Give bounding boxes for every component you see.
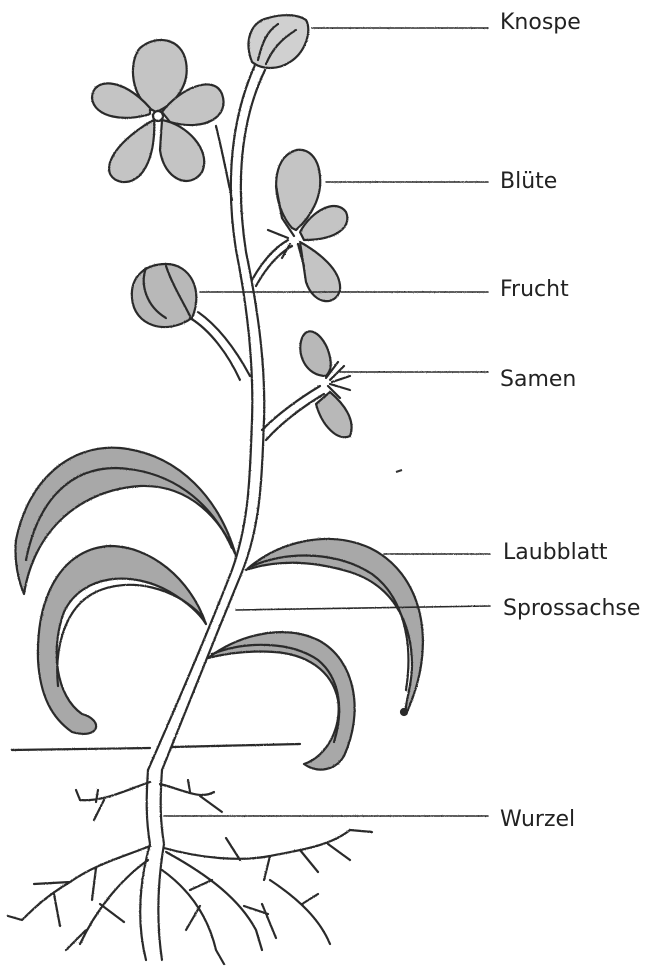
label-bluete: Blüte bbox=[500, 171, 557, 193]
bud bbox=[249, 15, 309, 68]
leader-sprossachse bbox=[236, 606, 490, 610]
roots bbox=[8, 770, 372, 964]
top-flower bbox=[92, 40, 232, 200]
label-frucht: Frucht bbox=[500, 279, 569, 301]
label-sprossachse: Sprossachse bbox=[503, 598, 640, 620]
label-knospe: Knospe bbox=[500, 12, 581, 34]
leaf-left-lower bbox=[38, 546, 206, 734]
label-wurzel: Wurzel bbox=[500, 809, 575, 831]
leaf-right-lower bbox=[208, 632, 355, 769]
fruit bbox=[132, 264, 250, 380]
label-samen: Samen bbox=[500, 369, 576, 391]
label-laubblatt: Laubblatt bbox=[503, 542, 607, 564]
seeds bbox=[262, 331, 352, 440]
main-stem bbox=[148, 65, 265, 770]
side-flower bbox=[252, 150, 347, 301]
